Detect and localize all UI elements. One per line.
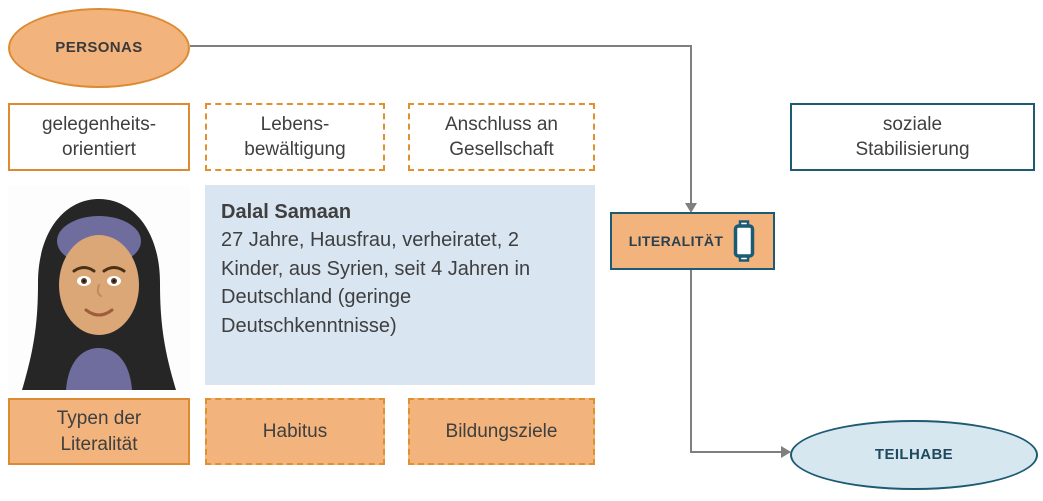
box-anschluss-an-gesellschaft: Anschluss an Gesellschaft [408,103,595,171]
box-soziale-stabilisierung: soziale Stabilisierung [790,103,1035,171]
persona-name: Dalal Samaan [221,201,352,223]
woman-hijab-avatar-image [8,185,190,390]
box-lebensbewaeltigung: Lebens- bewältigung [205,103,385,171]
box-typen-der-literalitaet: Typen der Literalität [8,398,190,465]
literalitaet-to-teilhabe-connector [690,270,783,453]
literalitaet-label: LITERALITÄT [628,232,724,249]
box-bildungsziele: Bildungsziele [408,398,595,465]
teilhabe-node: TEILHABE [790,420,1038,490]
persona-description: 27 Jahre, Hausfrau, verheiratet, 2 Kinde… [221,229,531,337]
persona-avatar [8,185,190,390]
literalitaet-node: LITERALITÄT [610,212,775,270]
scroll-icon [734,220,755,262]
persona-card: Dalal Samaan 27 Jahre, Hausfrau, verheir… [205,185,595,385]
box-gelegenheitsorientiert: gelegenheits- orientiert [8,103,190,171]
personas-node: PERSONAS [8,8,190,88]
box-habitus: Habitus [205,398,385,465]
